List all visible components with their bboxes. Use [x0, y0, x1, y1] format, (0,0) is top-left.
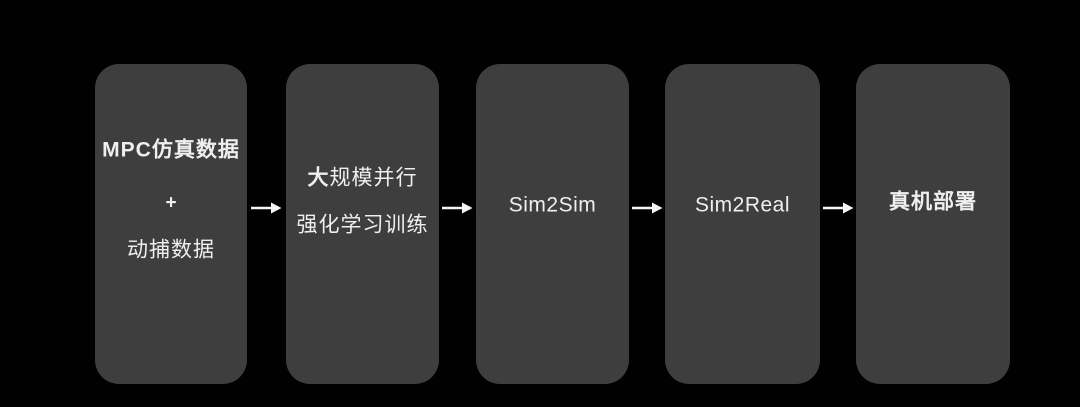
rl-training-line-1-bold: 大 [307, 166, 330, 190]
flow-box-training-data: MPC仿真数据 + 动捕数据 [95, 64, 247, 384]
sim2real-label: Sim2Real [694, 193, 791, 217]
training-data-line-1: MPC仿真数据 [102, 138, 240, 162]
flow-box-sim2real: Sim2Real [665, 64, 820, 384]
flow-box-real-robot-deployment: 真机部署 [856, 64, 1010, 384]
arrow-right-icon [442, 202, 473, 214]
training-data-line-2: 动捕数据 [127, 238, 215, 262]
sim2sim-label: Sim2Sim [508, 193, 597, 217]
flow-box-parallel-rl-training: 大规模并行 强化学习训练 [286, 64, 439, 384]
arrow-right-icon [251, 202, 282, 214]
rl-training-line-1: 大规模并行 [286, 168, 439, 189]
flow-box-sim2sim: Sim2Sim [476, 64, 629, 384]
real-robot-deployment-label: 真机部署 [889, 190, 977, 214]
training-data-plus: + [165, 192, 177, 214]
rl-training-line-2: 强化学习训练 [296, 213, 429, 237]
arrow-right-icon [632, 202, 663, 214]
arrow-right-icon [823, 202, 854, 214]
rl-training-line-1-rest: 规模并行 [329, 166, 418, 190]
